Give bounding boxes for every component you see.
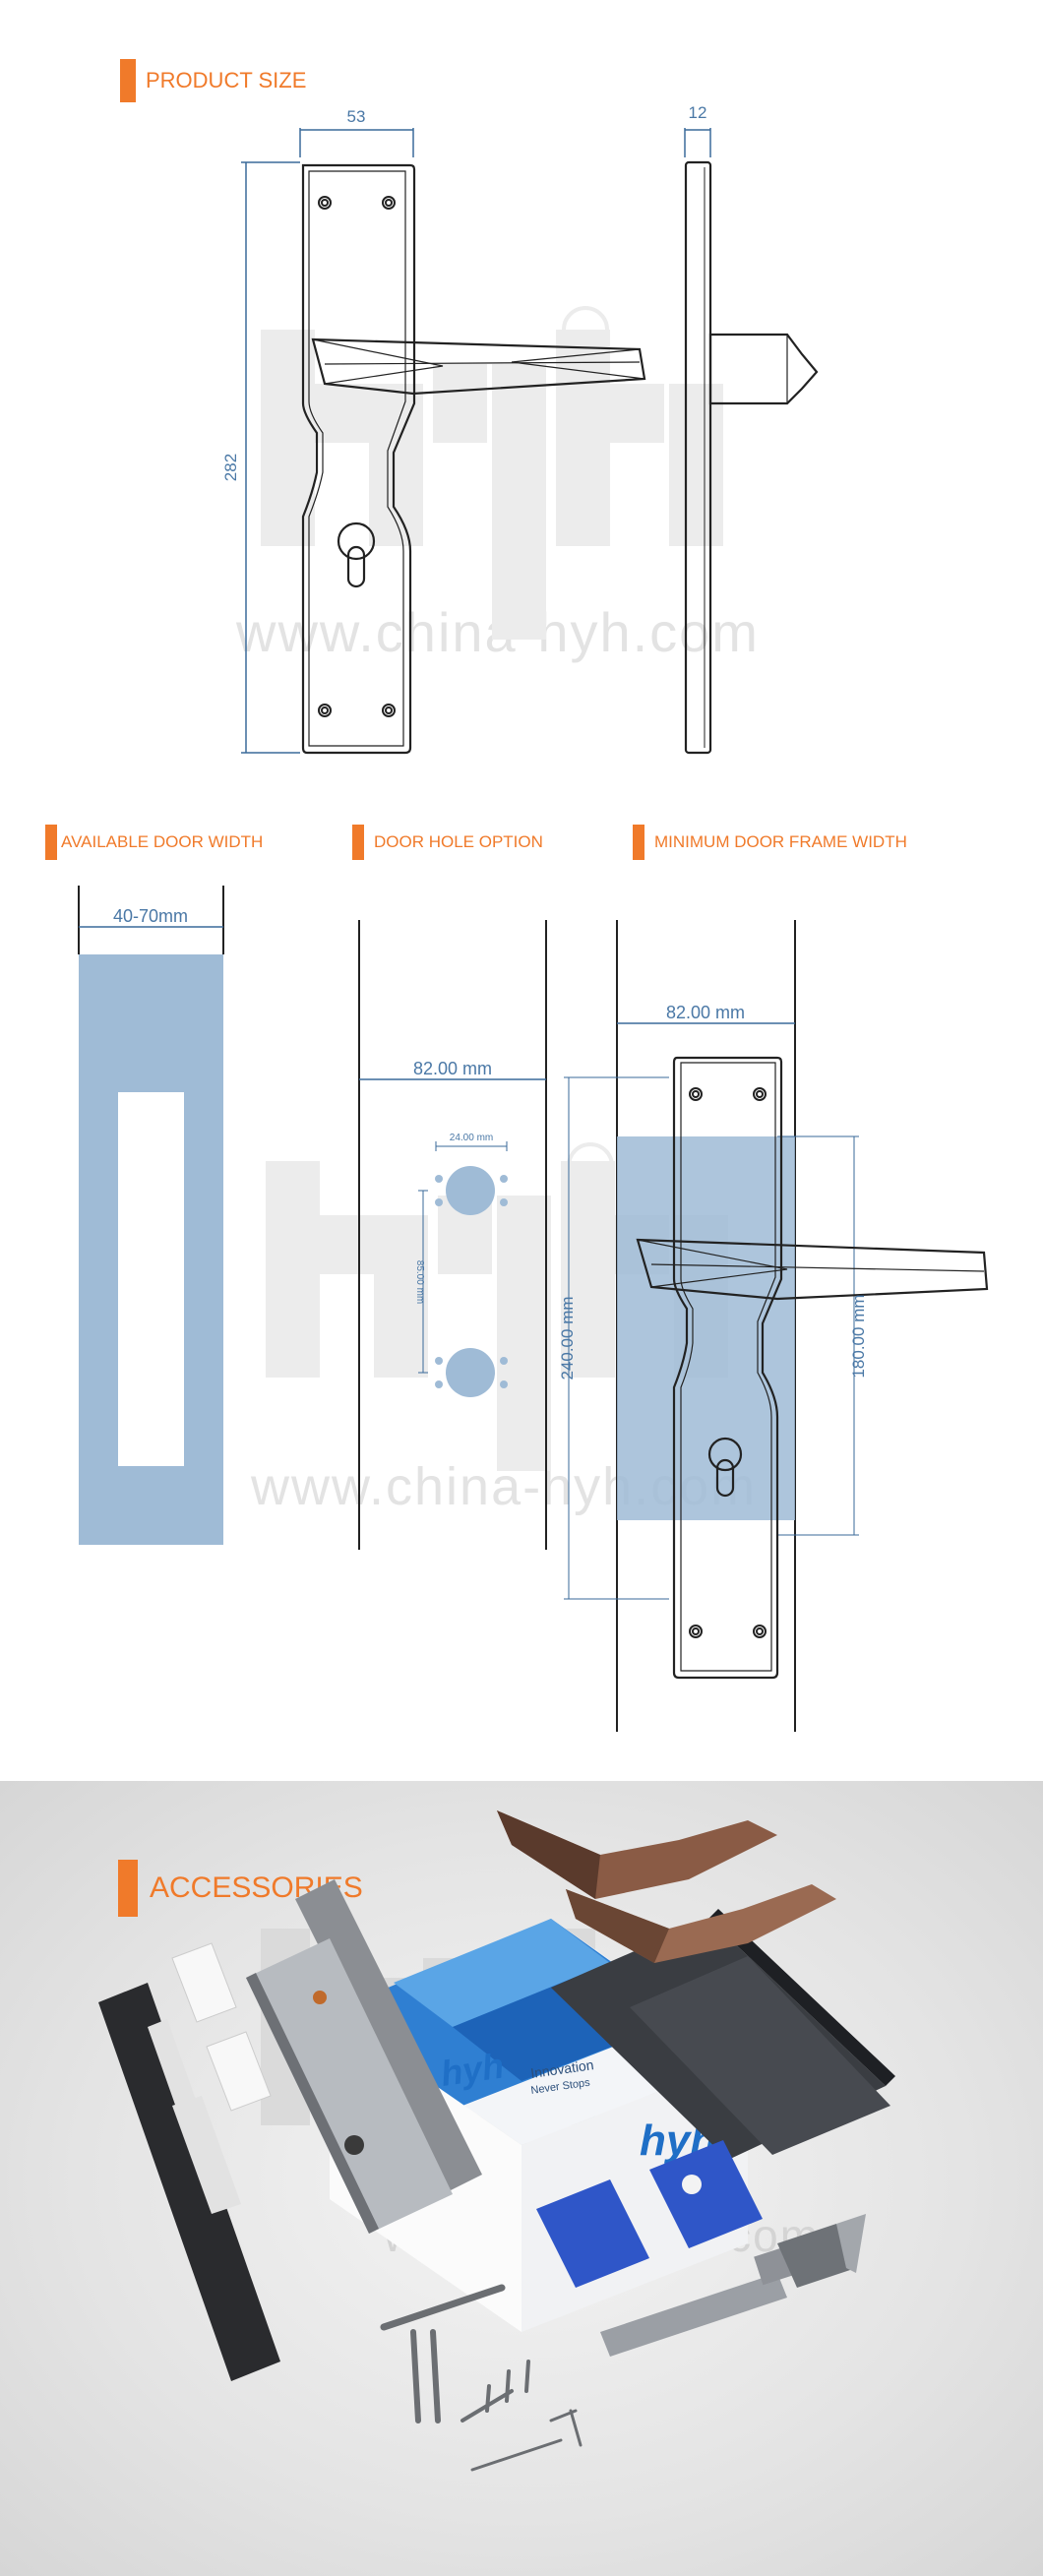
front-plate-screws (318, 196, 396, 717)
frame-diagram (564, 920, 989, 1732)
mortise-lock (246, 1879, 482, 2234)
lock-cylinder (600, 2214, 866, 2357)
available-door-width-title: AVAILABLE DOOR WIDTH (45, 825, 263, 860)
section-marker (118, 1860, 138, 1917)
accessories-photo: hyh hyh Innovation Never Stops (98, 1810, 895, 2472)
door-hole-option-label: DOOR HOLE OPTION (374, 832, 543, 851)
door-hole-diagram (358, 920, 547, 1550)
height-value: 282 (221, 454, 240, 481)
door-handles (497, 1810, 895, 2160)
front-plate-outline (301, 163, 646, 755)
door-hole-option-title: DOOR HOLE OPTION (352, 825, 543, 860)
thickness-dimension-line (684, 128, 711, 157)
width-dimension-line (299, 128, 414, 157)
install-templates (536, 2140, 763, 2288)
door-width-diagram (78, 886, 224, 1545)
screws-and-spindles (380, 2284, 583, 2472)
section-marker (633, 825, 644, 860)
frame-handle-height: 180.00 mm (849, 1294, 868, 1378)
door-hole-width: 82.00 mm (413, 1059, 492, 1078)
strike-box (171, 1942, 272, 2112)
door-width-range: 40-70mm (113, 906, 188, 926)
section-marker (45, 825, 57, 860)
product-size-title: PRODUCT SIZE (120, 59, 306, 102)
door-diagrams: 40-70mm 82.00 mm 24.00 mm 85.00 mm (78, 886, 989, 1732)
frame-width: 82.00 mm (666, 1003, 745, 1022)
box-brand-front: hyh (438, 2045, 506, 2094)
side-plate-outline (684, 160, 819, 755)
door-hole-height: 85.00 mm (414, 1260, 425, 1304)
thickness-value: 12 (689, 103, 707, 122)
section-marker (120, 59, 136, 102)
door-hole-spacing: 24.00 mm (450, 1133, 493, 1143)
frame-total-height: 240.00 mm (558, 1296, 577, 1380)
minimum-door-frame-width-label: MINIMUM DOOR FRAME WIDTH (654, 832, 907, 851)
height-dimension-line (241, 161, 300, 754)
minimum-door-frame-width-title: MINIMUM DOOR FRAME WIDTH (633, 825, 907, 860)
width-value: 53 (347, 107, 366, 126)
available-door-width-label: AVAILABLE DOOR WIDTH (61, 832, 264, 851)
section-marker (352, 825, 364, 860)
product-size-label: PRODUCT SIZE (146, 68, 307, 92)
watermark-logo-1 (261, 306, 723, 640)
product-size-drawing: 53 12 282 (221, 103, 819, 755)
strike-plate (98, 1983, 280, 2381)
